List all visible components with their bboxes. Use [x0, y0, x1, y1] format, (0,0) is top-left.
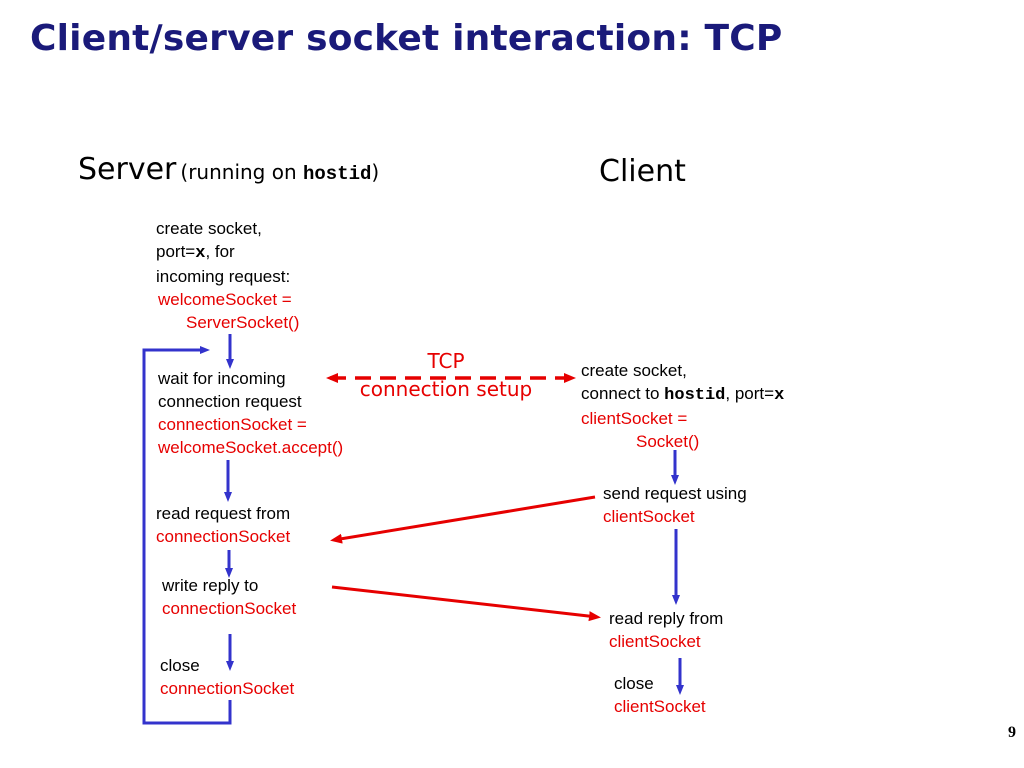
server-heading-host: hostid — [303, 163, 372, 185]
client-step1-line1: create socket, — [581, 361, 687, 380]
client-step-send-request: send request using clientSocket — [603, 482, 747, 528]
client-step1-code2: Socket() — [636, 432, 700, 451]
server-step1-code2: ServerSocket() — [186, 313, 300, 332]
server-step-wait-connection: wait for incoming connection request con… — [158, 367, 343, 459]
client-step-create-socket: create socket, connect to hostid, port=x… — [581, 359, 784, 453]
server-step2-code2: welcomeSocket.accept() — [158, 438, 344, 457]
server-step-close: close connectionSocket — [160, 654, 294, 700]
server-step2-code1: connectionSocket = — [158, 415, 307, 434]
tcp-label-line1: TCP — [427, 349, 465, 373]
server-loop-connector — [142, 346, 232, 725]
client-step4-code1: clientSocket — [614, 697, 706, 716]
server-step5-code1: connectionSocket — [160, 679, 295, 698]
server-step2-line1: wait for incoming — [158, 369, 286, 388]
server-step-write-reply: write reply to connectionSocket — [162, 574, 296, 620]
client-step1-line2: connect to hostid, port=x — [581, 384, 785, 405]
client-step3-line1: read reply from — [609, 609, 724, 628]
server-step1-code1: welcomeSocket = — [158, 290, 292, 309]
server-step-read-request: read request from connectionSocket — [156, 502, 290, 548]
client-step2-line1: send request using — [603, 484, 747, 503]
server-step-create-socket: create socket, port=x, for incoming requ… — [156, 217, 299, 334]
server-step3-line1: read request from — [156, 504, 291, 523]
server-step4-line1: write reply to — [162, 576, 259, 595]
client-step4-line1: close — [614, 674, 654, 693]
server-step5-line1: close — [160, 656, 200, 675]
client-heading: Client — [599, 154, 686, 189]
server-heading-paren-open: (running on — [180, 160, 303, 184]
client-step-read-reply: read reply from clientSocket — [609, 607, 723, 653]
request-message-arrow — [330, 495, 596, 544]
server-step1-line2: port=x, for — [156, 242, 235, 263]
client-step2-code1: clientSocket — [603, 507, 695, 526]
page-number: 9 — [1008, 724, 1016, 741]
server-step3-code1: connectionSocket — [156, 527, 291, 546]
reply-message-arrow — [331, 585, 601, 622]
client-step3-code1: clientSocket — [609, 632, 701, 651]
client-step-close: close clientSocket — [614, 672, 706, 718]
server-step2-line2: connection request — [158, 392, 302, 411]
server-step4-code1: connectionSocket — [162, 599, 297, 618]
server-heading-label: Server — [78, 152, 177, 187]
server-step1-line3: incoming request: — [156, 267, 291, 286]
server-heading-paren-close: ) — [371, 160, 380, 184]
page-title: Client/server socket interaction: TCP — [30, 18, 783, 59]
client-step1-code1: clientSocket = — [581, 409, 688, 428]
server-step1-line1: create socket, — [156, 219, 262, 238]
server-heading: Server (running on hostid) — [78, 152, 379, 187]
